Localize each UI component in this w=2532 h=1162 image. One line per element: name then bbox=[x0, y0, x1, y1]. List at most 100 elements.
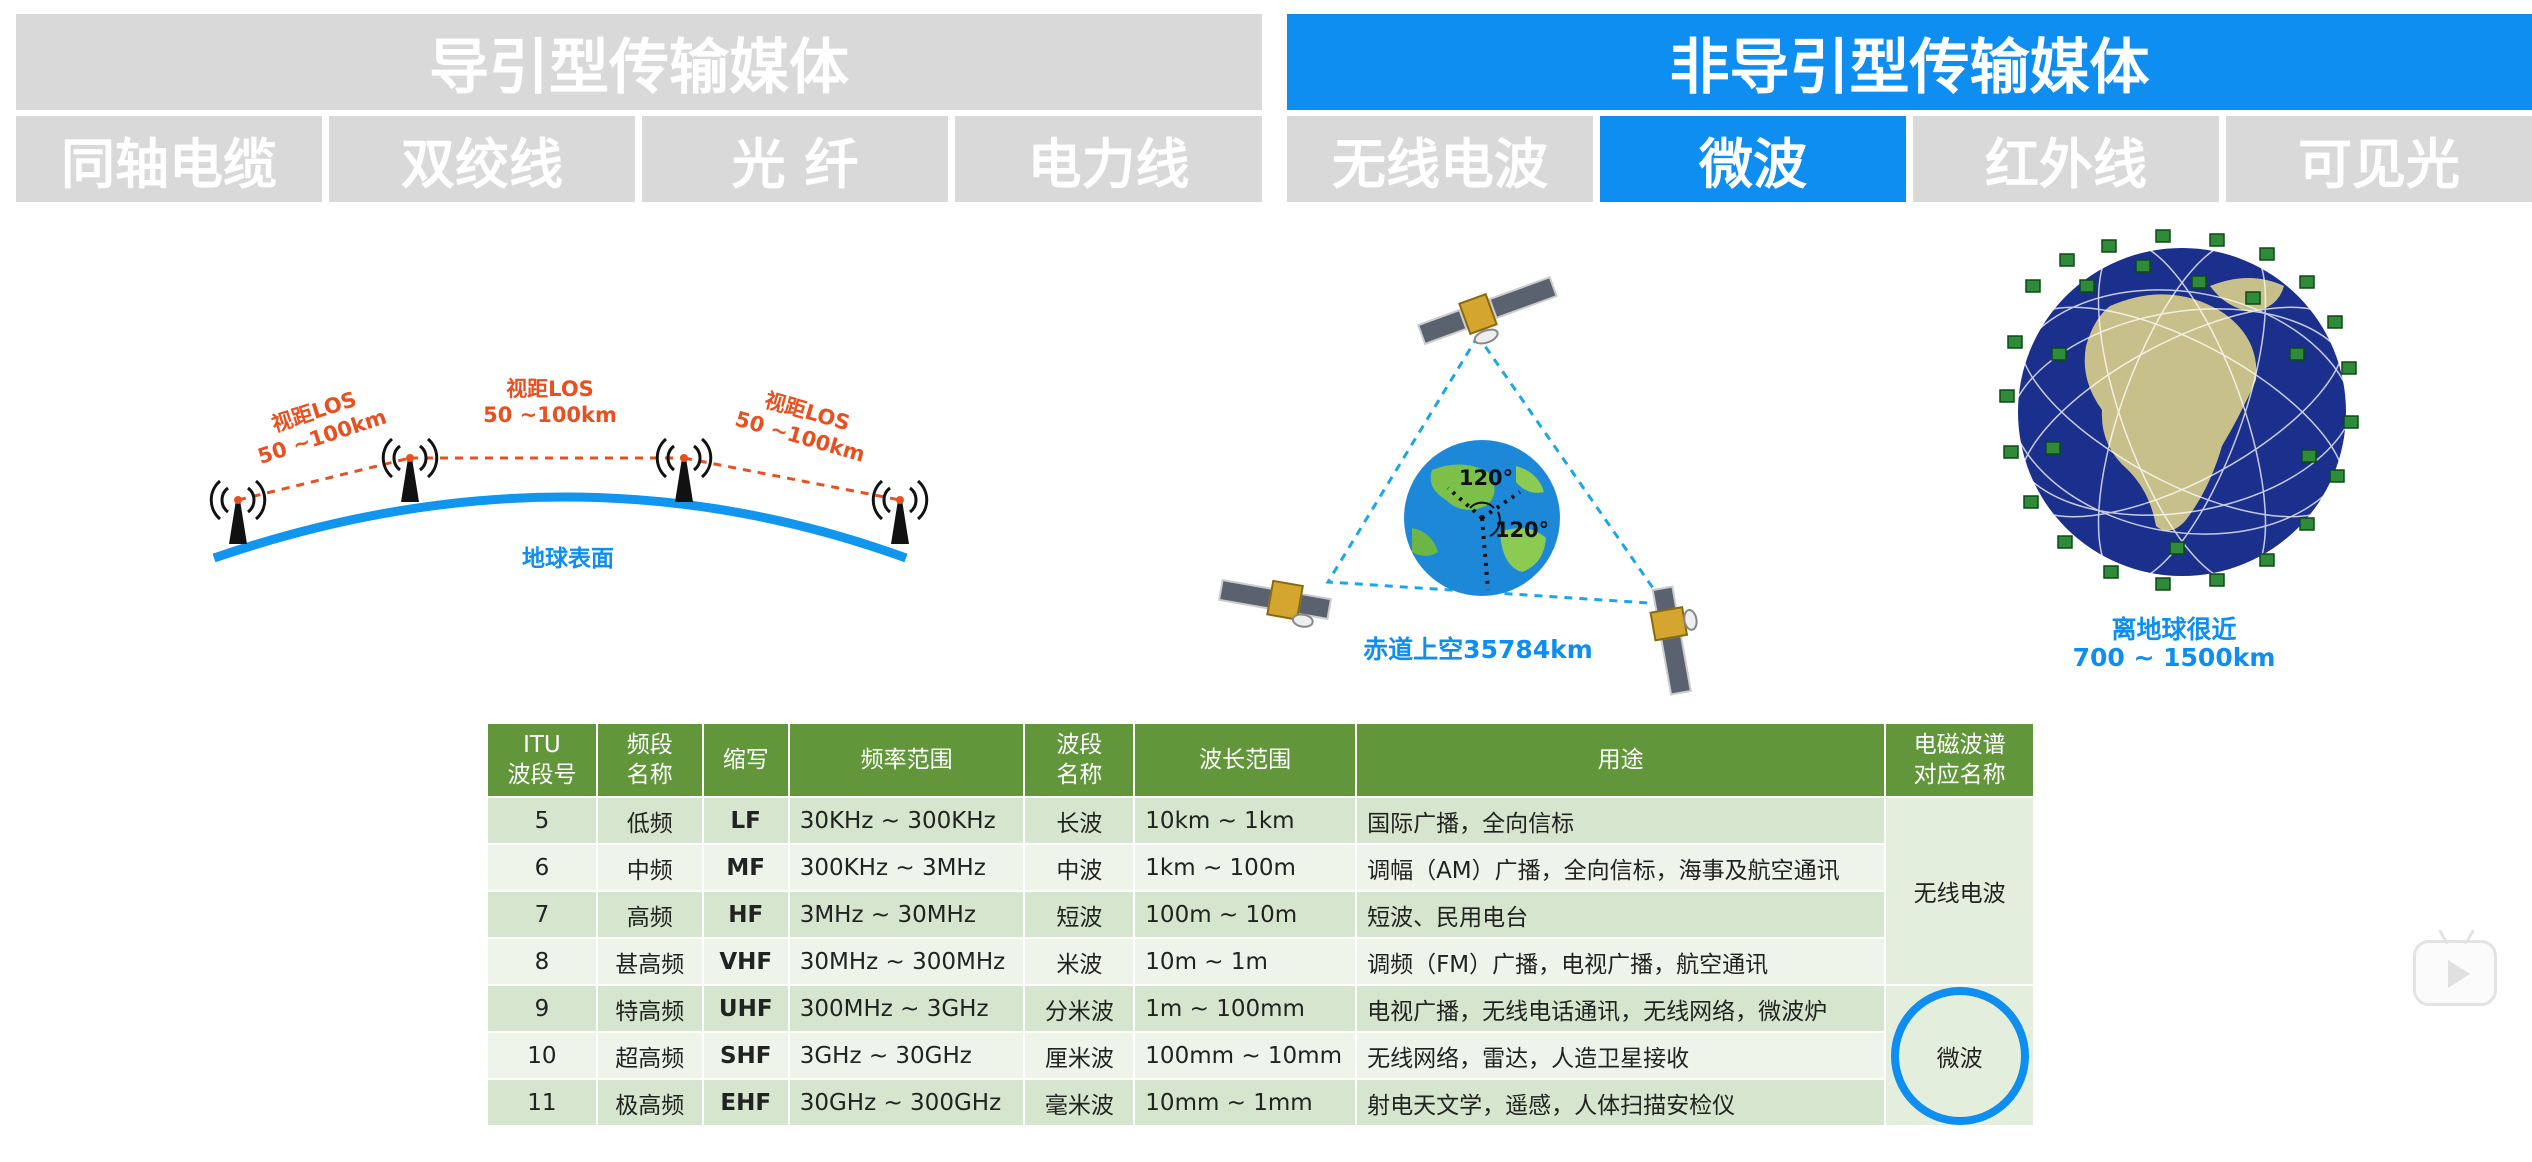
cell-frequency-range: 300MHz ~ 3GHz bbox=[787, 984, 1026, 1033]
cell-wavelength-range: 1km ~ 100m bbox=[1133, 843, 1358, 892]
satellite-icon bbox=[1416, 275, 1558, 346]
tv-antenna-right-icon bbox=[2464, 929, 2475, 945]
tv-antenna-left-icon bbox=[2438, 929, 2449, 945]
cell-usage: 无线网络，雷达，人造卫星接收 bbox=[1355, 1031, 1887, 1080]
tab-twisted-pair[interactable]: 双绞线 bbox=[329, 116, 635, 202]
los-link-3 bbox=[683, 456, 901, 502]
cell-band-number: 6 bbox=[486, 843, 598, 892]
cell-band-name: 高频 bbox=[595, 890, 704, 939]
cell-usage: 调频（FM）广播，电视广播，航空通讯 bbox=[1355, 937, 1887, 986]
cell-wavelength-range: 100mm ~ 10mm bbox=[1133, 1031, 1358, 1080]
column-header-spectrum-name: 电磁波谱对应名称 bbox=[1884, 722, 2035, 798]
cell-abbreviation: HF bbox=[701, 890, 790, 939]
cell-band-number: 10 bbox=[486, 1031, 598, 1080]
cell-wavelength-range: 10km ~ 1km bbox=[1133, 796, 1358, 845]
column-header-wavelength-range: 波长范围 bbox=[1133, 722, 1358, 798]
cell-frequency-range: 30KHz ~ 300KHz bbox=[787, 796, 1026, 845]
tab-microwave[interactable]: 微波 bbox=[1600, 116, 1906, 202]
column-header-wave-name: 波段名称 bbox=[1023, 722, 1136, 798]
earth-surface-label: 地球表面 bbox=[522, 546, 614, 572]
angle-label-1: 120° bbox=[1459, 466, 1513, 490]
antenna-tower-icon bbox=[655, 437, 713, 502]
cell-usage: 短波、民用电台 bbox=[1355, 890, 1887, 939]
cell-wave-name: 中波 bbox=[1023, 843, 1136, 892]
earth-surface-curve bbox=[212, 492, 908, 563]
cell-band-number: 5 bbox=[486, 796, 598, 845]
cell-frequency-range: 30GHz ~ 300GHz bbox=[787, 1078, 1026, 1127]
tab-visible-light[interactable]: 可见光 bbox=[2226, 116, 2532, 202]
angle-label-2: 120° bbox=[1495, 518, 1549, 542]
table-row: 11 极高频 EHF 30GHz ~ 300GHz 毫米波 10mm ~ 1mm… bbox=[486, 1078, 2034, 1127]
cell-wave-name: 米波 bbox=[1023, 937, 1136, 986]
tab-power-line[interactable]: 电力线 bbox=[955, 116, 1262, 202]
cell-spectrum-microwave: 微波 bbox=[1884, 984, 2035, 1127]
cell-band-name: 低频 bbox=[595, 796, 704, 845]
leo-caption-title: 离地球很近 bbox=[2111, 615, 2236, 644]
los-label-2-title: 视距LOS bbox=[506, 377, 594, 401]
table-row: 5 低频 LF 30KHz ~ 300KHz 长波 10km ~ 1km 国际广… bbox=[486, 796, 2035, 986]
cell-abbreviation: EHF bbox=[701, 1078, 790, 1127]
satellite-icon bbox=[1649, 585, 1698, 696]
column-header-usage: 用途 bbox=[1355, 722, 1887, 798]
angle-ray-3 bbox=[1480, 517, 1490, 591]
cell-wave-name: 厘米波 bbox=[1023, 1031, 1136, 1080]
cell-spectrum-radio: 无线电波 bbox=[1884, 796, 2035, 986]
table-row: 7 高频 HF 3MHz ~ 30MHz 短波 100m ~ 10m 短波、民用… bbox=[486, 890, 2034, 939]
angle-arc-1 bbox=[1469, 501, 1495, 509]
cell-frequency-range: 3MHz ~ 30MHz bbox=[787, 890, 1026, 939]
cell-wavelength-range: 100m ~ 10m bbox=[1133, 890, 1358, 939]
angle-ray-1 bbox=[1446, 486, 1484, 520]
column-header-frequency-range: 频率范围 bbox=[787, 722, 1026, 798]
cell-band-name: 特高频 bbox=[595, 984, 704, 1033]
leo-constellation-diagram: 离地球很近 700 ~ 1500km bbox=[1999, 229, 2359, 672]
cell-abbreviation: VHF bbox=[701, 937, 790, 986]
cell-abbreviation: UHF bbox=[701, 984, 790, 1033]
highlight-ring bbox=[1890, 986, 2029, 1125]
antenna-tower-icon bbox=[381, 437, 439, 502]
angle-ray-2 bbox=[1480, 490, 1522, 520]
cell-band-number: 11 bbox=[486, 1078, 598, 1127]
cell-band-name: 中频 bbox=[595, 843, 704, 892]
cell-abbreviation: LF bbox=[701, 796, 790, 845]
cell-usage: 国际广播，全向信标 bbox=[1355, 796, 1887, 845]
cell-wave-name: 短波 bbox=[1023, 890, 1136, 939]
play-icon bbox=[2448, 960, 2470, 988]
cell-usage: 电视广播，无线电话通讯，无线网络，微波炉 bbox=[1355, 984, 1887, 1033]
geo-orbit-caption: 赤道上空35784km bbox=[1363, 635, 1593, 664]
cell-frequency-range: 3GHz ~ 30GHz bbox=[787, 1031, 1026, 1080]
table-row: 9 特高频 UHF 300MHz ~ 3GHz 分米波 1m ~ 100mm 电… bbox=[486, 984, 2035, 1127]
leo-caption-range: 700 ~ 1500km bbox=[2073, 643, 2276, 672]
table-row: 6 中频 MF 300KHz ~ 3MHz 中波 1km ~ 100m 调幅（A… bbox=[486, 843, 2034, 892]
unguided-media-header: 非导引型传输媒体 bbox=[1287, 14, 2532, 110]
column-header-band-name: 频段名称 bbox=[595, 722, 704, 798]
cell-wave-name: 分米波 bbox=[1023, 984, 1136, 1033]
angle-arc-2 bbox=[1489, 511, 1501, 537]
cell-wave-name: 毫米波 bbox=[1023, 1078, 1136, 1127]
earth-globe-icon bbox=[2006, 240, 2358, 584]
antenna-tower-icon bbox=[871, 479, 929, 544]
terrestrial-relay-diagram: 视距LOS 50 ~100km 视距LOS 50 ~100km 视距LOS 50… bbox=[209, 377, 929, 572]
cell-frequency-range: 300KHz ~ 3MHz bbox=[787, 843, 1026, 892]
tab-radio-waves[interactable]: 无线电波 bbox=[1287, 116, 1593, 202]
cell-usage: 调幅（AM）广播，全向信标，海事及航空通讯 bbox=[1355, 843, 1887, 892]
cell-band-name: 极高频 bbox=[595, 1078, 704, 1127]
cell-wavelength-range: 10m ~ 1m bbox=[1133, 937, 1358, 986]
tab-coaxial-cable[interactable]: 同轴电缆 bbox=[16, 116, 322, 202]
cell-wave-name: 长波 bbox=[1023, 796, 1136, 845]
video-play-button[interactable] bbox=[2413, 929, 2497, 1006]
geostationary-satellite-diagram: 120° 120° 赤道上空35784km bbox=[1217, 275, 1698, 696]
tab-optical-fiber[interactable]: 光 纤 bbox=[642, 116, 948, 202]
cell-abbreviation: SHF bbox=[701, 1031, 790, 1080]
cell-usage: 射电天文学，遥感，人体扫描安检仪 bbox=[1355, 1078, 1887, 1127]
cell-abbreviation: MF bbox=[701, 843, 790, 892]
cell-band-name: 超高频 bbox=[595, 1031, 704, 1080]
cell-frequency-range: 30MHz ~ 300MHz bbox=[787, 937, 1026, 986]
cell-wavelength-range: 1m ~ 100mm bbox=[1133, 984, 1358, 1033]
satellite-icon bbox=[1999, 229, 2359, 591]
cell-band-number: 7 bbox=[486, 890, 598, 939]
table-row: 10 超高频 SHF 3GHz ~ 30GHz 厘米波 100mm ~ 10mm… bbox=[486, 1031, 2034, 1080]
tab-infrared[interactable]: 红外线 bbox=[1913, 116, 2219, 202]
cell-band-name: 甚高频 bbox=[595, 937, 704, 986]
